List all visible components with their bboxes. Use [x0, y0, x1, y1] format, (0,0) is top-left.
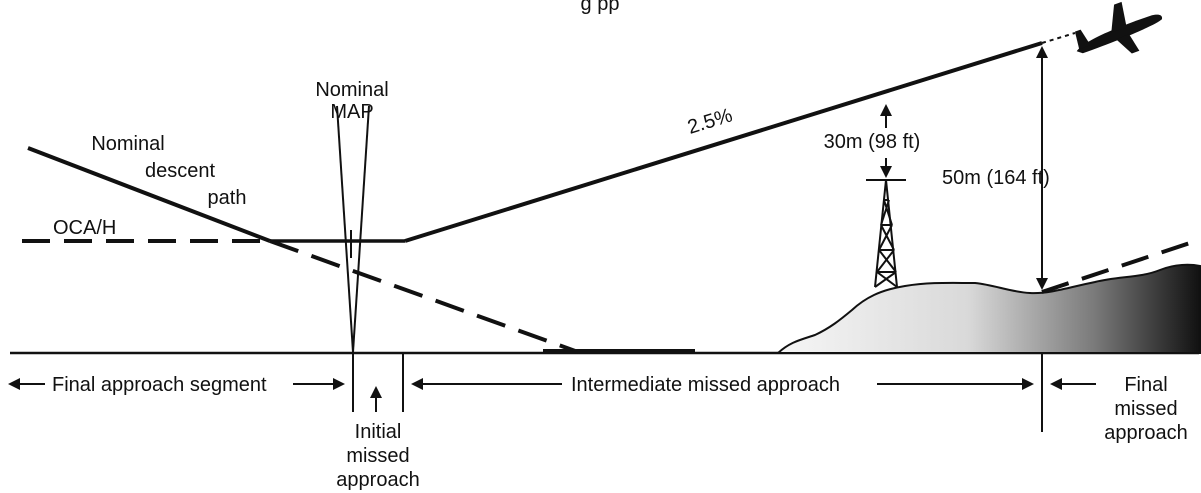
final-approach-segment-label: Final approach segment [52, 374, 267, 396]
nominal-descent-label-1: Nominal [91, 133, 164, 155]
airplane-icon [1074, 1, 1163, 54]
initial-missed-label-1: Initial [355, 421, 402, 443]
initial-missed-arrow [370, 386, 382, 412]
intermediate-missed-label: Intermediate missed approach [571, 374, 840, 396]
final-missed-label-3: approach [1104, 422, 1187, 444]
initial-missed-label-3: approach [336, 469, 419, 491]
final-approach-arrows [8, 378, 345, 390]
obstacle-clearance-label: 30m (98 ft) [824, 131, 921, 153]
intermediate-missed-arrows [411, 378, 1034, 390]
final-missed-arrow [1050, 378, 1096, 390]
map-cone-right [352, 105, 370, 353]
oca-h-label: OCA/H [53, 217, 116, 239]
nominal-map-label-1: Nominal [315, 79, 388, 101]
initial-missed-label-2: missed [346, 445, 409, 467]
final-missed-label-1: Final [1124, 374, 1167, 396]
climb-gradient-line [404, 41, 1043, 243]
nominal-descent-path [27, 146, 271, 243]
height-margin-arrow [1036, 46, 1048, 290]
obstacle-clearance-arrow [880, 104, 892, 178]
nominal-map-label-2: MAP [330, 101, 373, 123]
descent-continuation [269, 239, 579, 354]
nominal-descent-label-3: path [208, 187, 247, 209]
map-cone-left [336, 105, 354, 353]
final-missed-climb [1041, 238, 1200, 294]
final-missed-label-2: missed [1114, 398, 1177, 420]
height-margin-label: 50m (164 ft) [942, 167, 1050, 189]
terrain-shape [775, 263, 1201, 354]
radio-tower-icon [866, 179, 906, 288]
nominal-descent-label-2: descent [145, 160, 215, 182]
figure-title-partial: g pp [581, 0, 620, 15]
climb-gradient-label: 2.5% [685, 104, 735, 138]
climb-extension [1041, 32, 1076, 44]
